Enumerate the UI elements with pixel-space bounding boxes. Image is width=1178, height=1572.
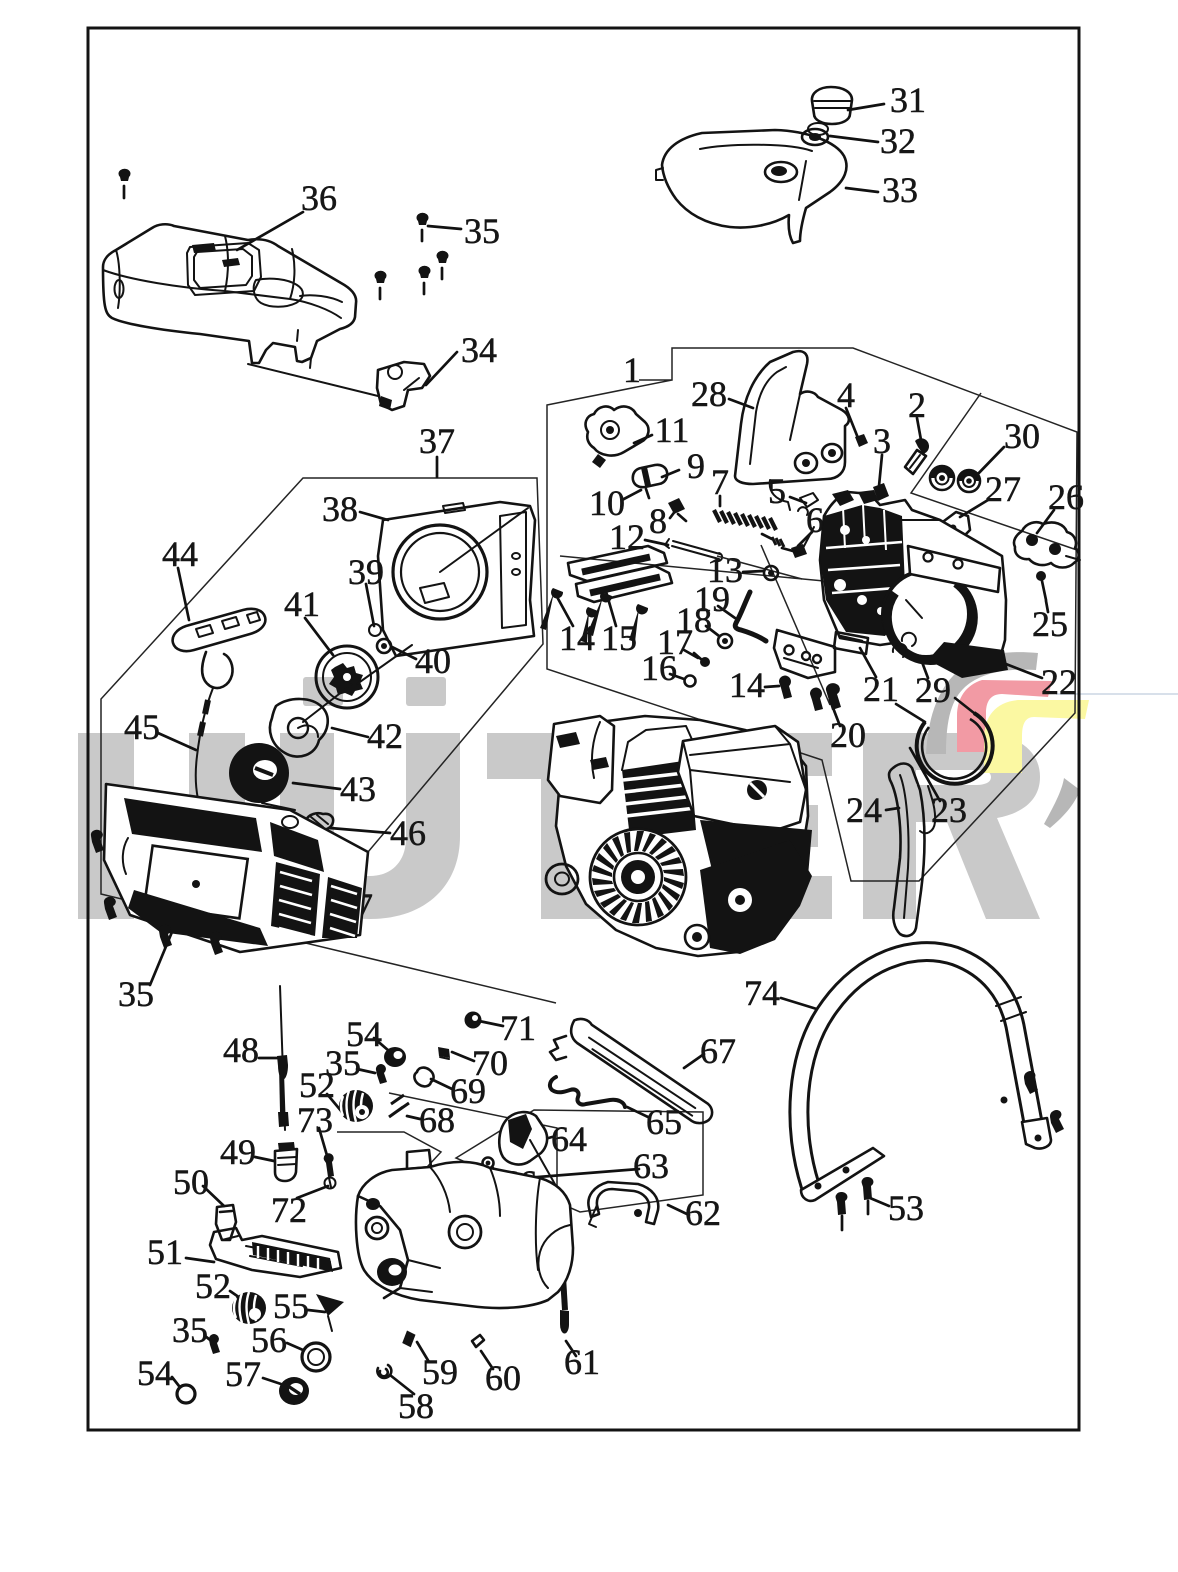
svg-text:18: 18: [676, 600, 712, 640]
svg-text:32: 32: [880, 121, 916, 161]
svg-text:35: 35: [464, 211, 500, 251]
svg-text:40: 40: [415, 641, 451, 681]
svg-text:4: 4: [837, 375, 855, 415]
svg-text:10: 10: [589, 483, 625, 523]
svg-text:38: 38: [322, 489, 358, 529]
svg-text:28: 28: [691, 374, 727, 414]
svg-text:22: 22: [1041, 662, 1077, 702]
svg-text:41: 41: [284, 584, 320, 624]
svg-text:20: 20: [830, 715, 866, 755]
svg-text:37: 37: [419, 421, 455, 461]
svg-text:70: 70: [472, 1043, 508, 1083]
svg-text:59: 59: [422, 1352, 458, 1392]
svg-text:55: 55: [273, 1286, 309, 1326]
svg-text:8: 8: [649, 501, 667, 541]
svg-text:23: 23: [931, 790, 967, 830]
svg-text:35: 35: [172, 1310, 208, 1350]
svg-text:26: 26: [1048, 477, 1084, 517]
svg-text:29: 29: [915, 670, 951, 710]
svg-text:68: 68: [419, 1100, 455, 1140]
svg-text:74: 74: [744, 973, 780, 1013]
svg-text:57: 57: [225, 1354, 261, 1394]
svg-text:50: 50: [173, 1162, 209, 1202]
svg-text:30: 30: [1004, 416, 1040, 456]
svg-text:62: 62: [685, 1193, 721, 1233]
svg-text:54: 54: [346, 1014, 382, 1054]
svg-text:14: 14: [729, 665, 765, 705]
svg-text:1: 1: [623, 350, 641, 390]
svg-text:17: 17: [657, 622, 693, 662]
svg-text:45: 45: [124, 707, 160, 747]
svg-text:69: 69: [450, 1071, 486, 1111]
svg-text:35: 35: [118, 974, 154, 1014]
svg-text:33: 33: [882, 170, 918, 210]
svg-text:14: 14: [559, 618, 595, 658]
svg-text:56: 56: [251, 1320, 287, 1360]
svg-text:48: 48: [223, 1030, 259, 1070]
svg-text:49: 49: [220, 1132, 256, 1172]
svg-text:43: 43: [340, 769, 376, 809]
svg-text:19: 19: [694, 579, 730, 619]
svg-text:52: 52: [195, 1266, 231, 1306]
svg-text:65: 65: [646, 1102, 682, 1142]
svg-text:67: 67: [700, 1031, 736, 1071]
svg-text:7: 7: [711, 462, 729, 502]
svg-text:35: 35: [325, 1043, 361, 1083]
svg-text:73: 73: [297, 1100, 333, 1140]
svg-text:21: 21: [863, 669, 899, 709]
svg-text:64: 64: [551, 1119, 587, 1159]
svg-text:42: 42: [367, 716, 403, 756]
svg-text:34: 34: [461, 330, 497, 370]
svg-text:31: 31: [890, 80, 926, 120]
svg-text:71: 71: [500, 1008, 536, 1048]
svg-text:16: 16: [641, 648, 677, 688]
svg-text:11: 11: [655, 410, 690, 450]
svg-text:6: 6: [806, 500, 824, 540]
svg-text:72: 72: [271, 1190, 307, 1230]
svg-text:27: 27: [985, 469, 1021, 509]
svg-text:24: 24: [846, 790, 882, 830]
svg-text:9: 9: [687, 446, 705, 486]
svg-text:44: 44: [162, 534, 198, 574]
svg-text:60: 60: [485, 1358, 521, 1398]
svg-text:25: 25: [1032, 604, 1068, 644]
svg-text:61: 61: [564, 1342, 600, 1382]
svg-text:58: 58: [398, 1386, 434, 1426]
svg-text:2: 2: [908, 385, 926, 425]
svg-text:15: 15: [601, 618, 637, 658]
svg-text:3: 3: [873, 421, 891, 461]
svg-text:46: 46: [390, 813, 426, 853]
svg-text:52: 52: [299, 1065, 335, 1105]
svg-text:36: 36: [301, 178, 337, 218]
svg-text:54: 54: [137, 1353, 173, 1393]
svg-text:63: 63: [633, 1146, 669, 1186]
svg-text:53: 53: [888, 1188, 924, 1228]
svg-text:51: 51: [147, 1232, 183, 1272]
